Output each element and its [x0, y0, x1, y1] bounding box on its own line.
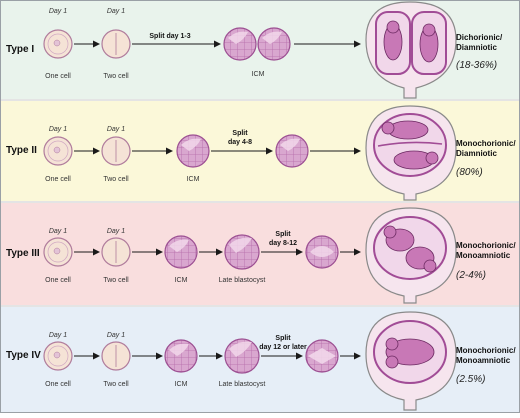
- uterus-monochorionic-monoamniotic: [365, 207, 457, 304]
- uterus-monochorionic-diamniotic: [365, 105, 457, 201]
- day-label: Day 1: [107, 8, 125, 15]
- outcome-label: Monochorionic/: [456, 346, 516, 355]
- stage-caption: Two cell: [103, 277, 129, 284]
- day-label: Day 1: [49, 332, 67, 339]
- outcome-label: Monochorionic/: [456, 139, 516, 148]
- stage-caption: One cell: [45, 176, 71, 183]
- uterus-dichorionic-diamniotic: [365, 1, 457, 99]
- row-type-1: Type I Day 1 One cell Day 1 Two cell Spl…: [6, 1, 503, 99]
- split-label: Split: [275, 231, 291, 238]
- outcome-label: Dichorionic/: [456, 33, 503, 42]
- stage-caption: Two cell: [103, 381, 129, 388]
- type-label: Type I: [6, 44, 34, 55]
- icm-label: ICM: [175, 381, 188, 388]
- outcome-label: Monoamniotic: [456, 251, 511, 260]
- outcome-label: Diamniotic: [456, 43, 497, 52]
- split-label: Split: [275, 335, 291, 342]
- stage-caption: Two cell: [103, 73, 129, 80]
- row-type-4: Type IV Day 1 One cell Day 1 Two cell IC…: [6, 311, 516, 411]
- stage-caption: One cell: [45, 381, 71, 388]
- day-label: Day 1: [49, 228, 67, 235]
- day-label: Day 1: [49, 126, 67, 133]
- split-label: day 4-8: [228, 139, 252, 146]
- stage-caption: Two cell: [103, 176, 129, 183]
- outcome-label: Diamniotic: [456, 149, 497, 158]
- day-label: Day 1: [107, 126, 125, 133]
- late-blastocyst-label: Late blastocyst: [219, 381, 266, 388]
- percent-label: (2.5%): [456, 374, 485, 385]
- icm-label: ICM: [175, 277, 188, 284]
- outcome-label: Monochorionic/: [456, 241, 516, 250]
- type-label: Type IV: [6, 350, 41, 361]
- split-label: day 8-12: [269, 240, 297, 247]
- day-label: Day 1: [107, 332, 125, 339]
- icm-label: ICM: [252, 71, 265, 78]
- stage-caption: One cell: [45, 73, 71, 80]
- row-type-2: Type II Day 1 One cell Day 1 Two cell IC…: [6, 105, 516, 201]
- type-label: Type II: [6, 145, 37, 156]
- uterus-conjoined: [365, 311, 457, 411]
- split-label: Split: [232, 130, 248, 137]
- day-label: Day 1: [107, 228, 125, 235]
- icm-label: ICM: [187, 176, 200, 183]
- percent-label: (18-36%): [456, 60, 497, 71]
- split-label: day 12 or later: [259, 344, 307, 351]
- row-type-3: Type III Day 1 One cell Day 1 Two cell I…: [6, 207, 516, 304]
- split-label: Split day 1-3: [149, 33, 190, 40]
- stage-caption: One cell: [45, 277, 71, 284]
- percent-label: (2-4%): [456, 270, 486, 281]
- percent-label: (80%): [456, 167, 483, 178]
- type-label: Type III: [6, 248, 40, 259]
- late-blastocyst-label: Late blastocyst: [219, 277, 266, 284]
- outcome-label: Monoamniotic: [456, 356, 511, 365]
- day-label: Day 1: [49, 8, 67, 15]
